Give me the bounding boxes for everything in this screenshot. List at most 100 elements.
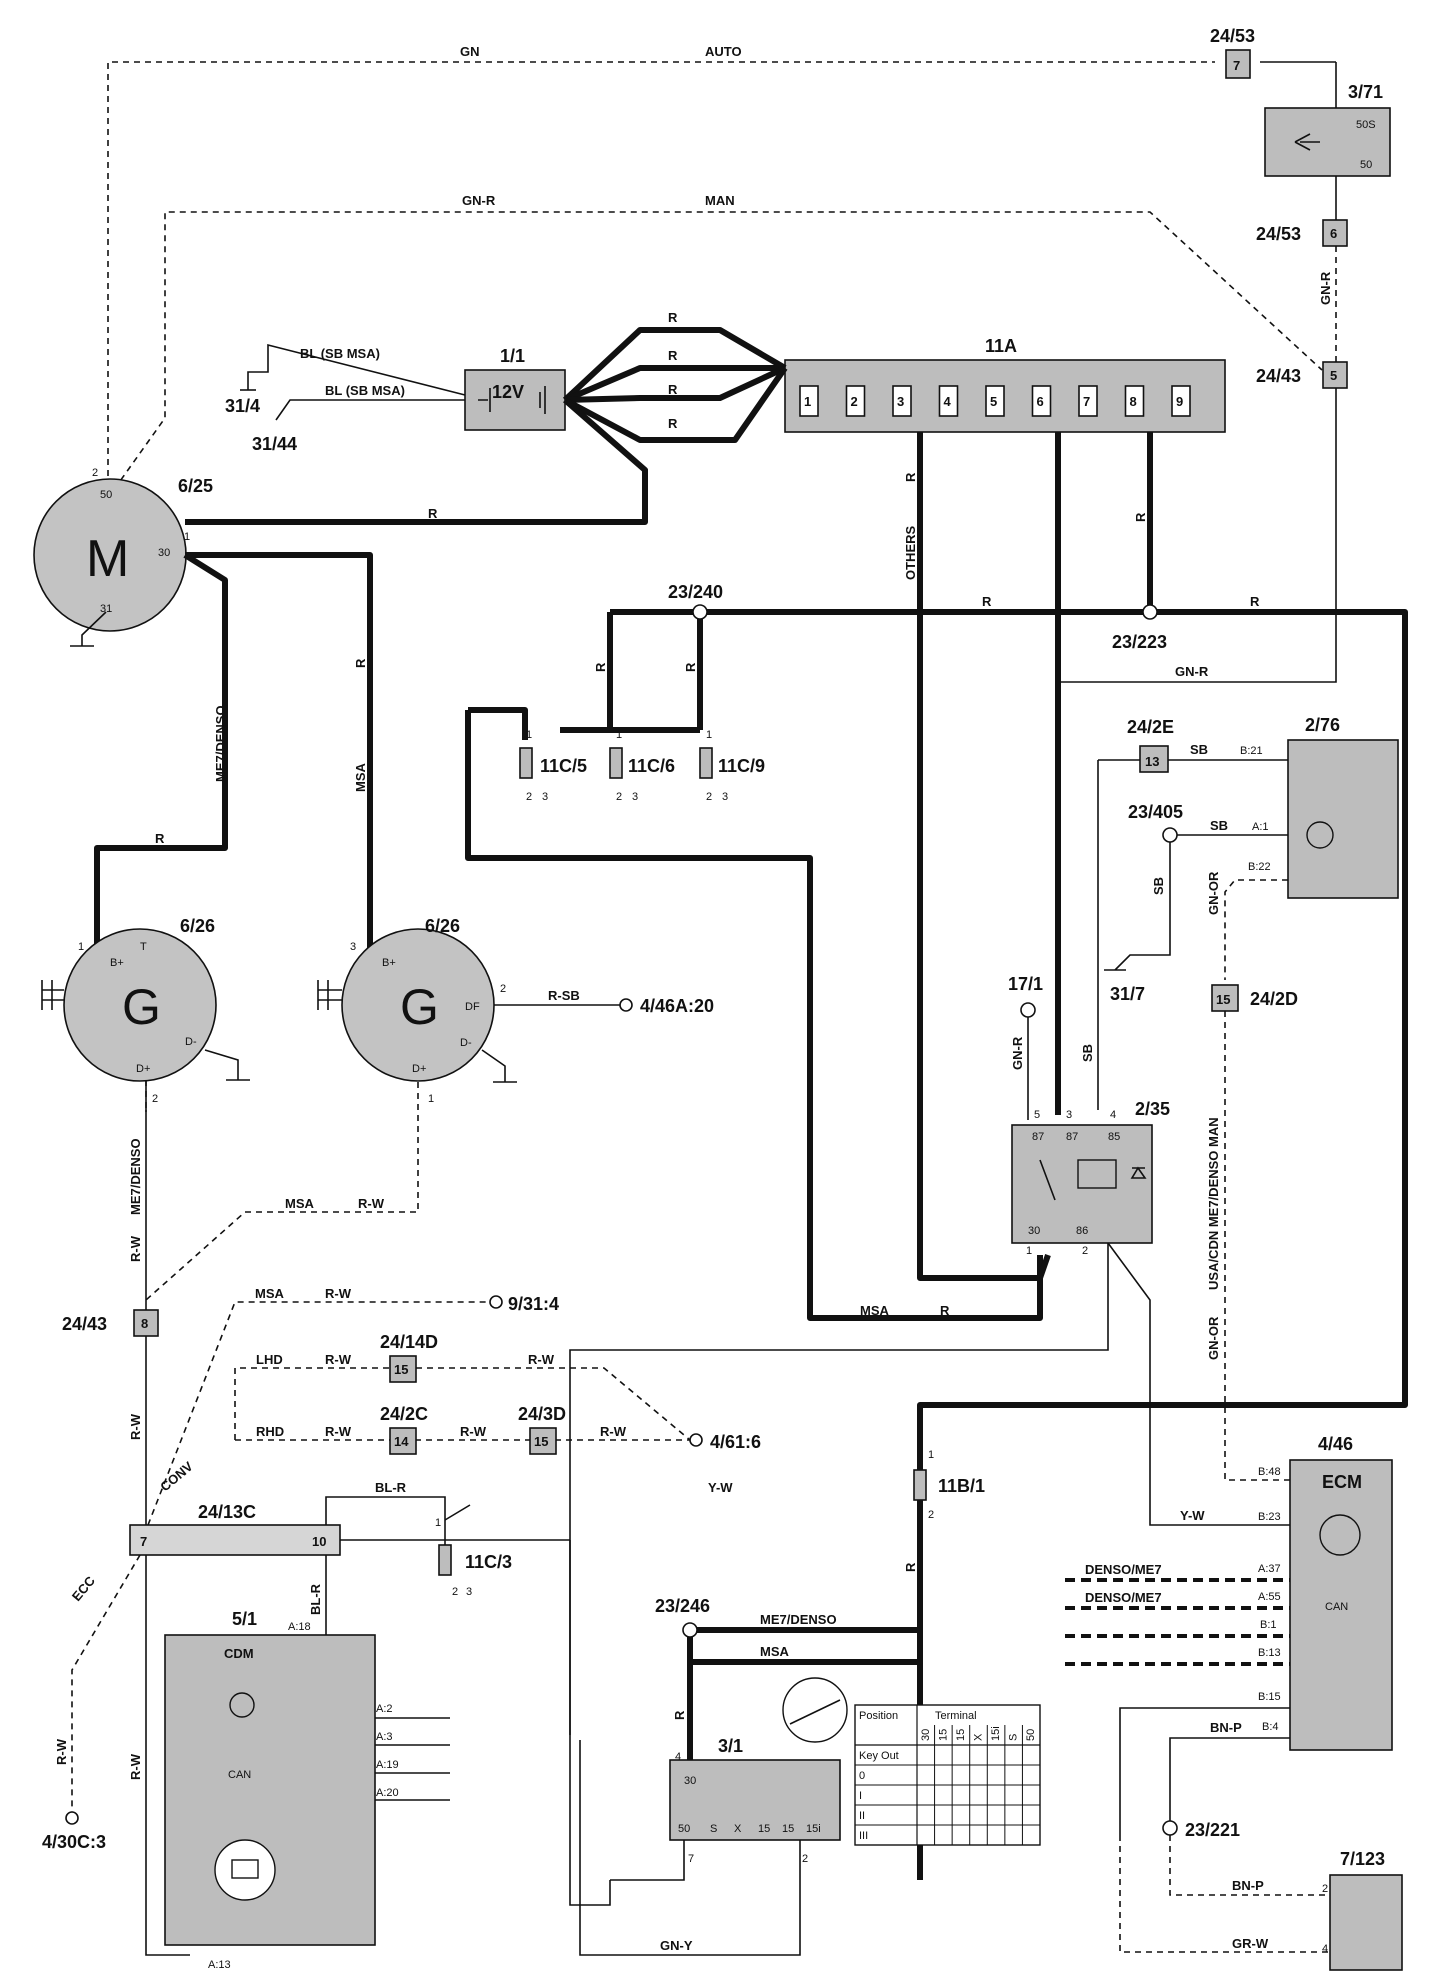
label-4-46: 4/46 <box>1318 1434 1353 1454</box>
pin-label: 5 <box>1330 368 1337 383</box>
pin-label: 1 <box>78 941 84 953</box>
fuse-slot-7: 7 <box>1078 385 1098 417</box>
wire-label-r-sb: R-SB <box>548 988 580 1003</box>
connector-24-3d <box>529 1427 557 1455</box>
wire-label-r: R <box>903 1562 918 1572</box>
wire-label-r-w: R-W <box>128 1413 143 1440</box>
pin-label: 2 <box>1082 1245 1088 1257</box>
label-11c-9: 11C/9 <box>718 756 765 776</box>
wire-label-msa-5: MSA <box>760 1644 790 1659</box>
wire-label-bn-p: BN-P <box>1210 1720 1242 1735</box>
label-4-30c-3: 4/30C:3 <box>42 1832 106 1852</box>
pin-label: A:20 <box>376 1787 399 1799</box>
wire-label-y-w: Y-W <box>708 1480 733 1495</box>
fuse-slot-label: 1 <box>804 394 811 409</box>
switch-table-terminal: 15 <box>937 1729 949 1741</box>
wire-label-r-w: R-W <box>128 1235 143 1262</box>
wire-label-lhd: LHD <box>256 1352 283 1367</box>
wire-label-r-w: R-W <box>325 1286 352 1301</box>
cdm-module-5-1 <box>164 1634 376 1946</box>
label-24-43-top: 24/43 <box>1256 366 1301 386</box>
module-2-76 <box>1287 739 1399 899</box>
pin-label: 30 <box>684 1775 696 1787</box>
wire-label-ecc: ECC <box>69 1573 99 1604</box>
pin-label: 8 <box>141 1316 148 1331</box>
pin-label: A:2 <box>376 1703 393 1715</box>
label-24-13c: 24/13C <box>198 1502 256 1522</box>
alternator-6-26-left <box>63 928 217 1082</box>
label-23-405: 23/405 <box>1128 802 1183 822</box>
wire-label-me7-denso-3: ME7/DENSO <box>760 1612 837 1627</box>
pin-label: D+ <box>136 1063 150 1075</box>
pin-label: 1 <box>1026 1245 1032 1257</box>
pin-label: 1 <box>928 1449 934 1461</box>
pin-label: A:19 <box>376 1759 399 1771</box>
pin-label: 15 <box>782 1823 794 1835</box>
pin-label: A:55 <box>1258 1591 1281 1603</box>
label-24-3d: 24/3D <box>518 1404 566 1424</box>
connector-24-14d <box>389 1355 417 1383</box>
label-24-43-bottom: 24/43 <box>62 1314 107 1334</box>
wire-label-r: R <box>940 1303 950 1318</box>
switch-table-position-header: Position <box>859 1710 898 1722</box>
wire-label-denso-me7-2: DENSO/ME7 <box>1085 1590 1162 1605</box>
pin-label: D- <box>185 1036 197 1048</box>
fuse-11c-9: 1 2 3 <box>699 729 728 803</box>
pin-label: B:1 <box>1260 1619 1277 1631</box>
label-11c-3: 11C/3 <box>465 1552 512 1572</box>
generator-symbol-left: G <box>122 979 161 1035</box>
fuse-slot-label: 9 <box>1176 394 1183 409</box>
wire-label-r-w: R-W <box>358 1196 385 1211</box>
wire-label-r-w: R-W <box>128 1753 143 1780</box>
pin-label: 1 <box>435 1517 441 1529</box>
wire-label-denso-me7-1: DENSO/ME7 <box>1085 1562 1162 1577</box>
pin-label: 3 <box>542 791 548 803</box>
fuse-slot-label: 2 <box>851 394 858 409</box>
relay-2-35 <box>1011 1124 1153 1244</box>
pin-label: 50S <box>1356 119 1376 131</box>
wire-label-gn-or: GN-OR <box>1206 1316 1221 1360</box>
label-11a: 11A <box>985 336 1017 356</box>
wire-label-r: R <box>428 506 438 521</box>
pin-label: 50 <box>1360 159 1372 171</box>
wire-label-r: R <box>353 658 368 668</box>
fuse-11c-5: 1 2 3 <box>519 729 548 803</box>
pin-label: X <box>734 1823 742 1835</box>
connector-24-53-pin6 <box>1322 219 1348 247</box>
wire-label-msa-2: MSA <box>285 1196 315 1211</box>
wire-label-r: R <box>668 382 678 397</box>
connector-24-2e <box>1139 745 1169 773</box>
wire-label-gn-r-top: GN-R <box>462 193 496 208</box>
wire-label-y-w: Y-W <box>1180 1508 1205 1523</box>
label-3-1: 3/1 <box>718 1736 743 1756</box>
switch-table-terminal: 15 <box>955 1729 967 1741</box>
pin-label: 86 <box>1076 1225 1088 1237</box>
wire-label-r-w: R-W <box>325 1424 352 1439</box>
wire-label-r: R <box>668 348 678 363</box>
pin-label: 2 <box>1322 1883 1328 1895</box>
pin-label: 1 <box>616 729 622 741</box>
pin-label: 1 <box>428 1093 434 1105</box>
label-4-61-6: 4/61:6 <box>710 1432 761 1452</box>
pin-label: 3 <box>350 941 356 953</box>
pin-label: 2 <box>928 1509 934 1521</box>
pin-label: 87 <box>1066 1131 1078 1143</box>
wire-label-gn-y: GN-Y <box>660 1938 693 1953</box>
wire-label-gn-or: GN-OR <box>1206 871 1221 915</box>
fuse-11b-1 <box>913 1469 927 1501</box>
wire-label-usa-cdn-man: USA/CDN ME7/DENSO MAN <box>1206 1117 1221 1290</box>
wire-label-r-w: R-W <box>528 1352 555 1367</box>
motor-symbol: M <box>86 530 129 588</box>
pin-label: 50 <box>678 1823 690 1835</box>
label-2-35: 2/35 <box>1135 1099 1170 1119</box>
pin-label: 5 <box>1034 1109 1040 1121</box>
pin-label: D+ <box>412 1063 426 1075</box>
pin-label: 15 <box>394 1362 408 1377</box>
pin-label: 15i <box>806 1823 821 1835</box>
wire-label-bl-sb-msa-1: BL (SB MSA) <box>300 346 380 361</box>
wire-label-r: R <box>1250 594 1260 609</box>
connector-24-43-pin5 <box>1322 361 1348 389</box>
label-6-26-right: 6/26 <box>425 916 460 936</box>
label-5-1: 5/1 <box>232 1609 257 1629</box>
